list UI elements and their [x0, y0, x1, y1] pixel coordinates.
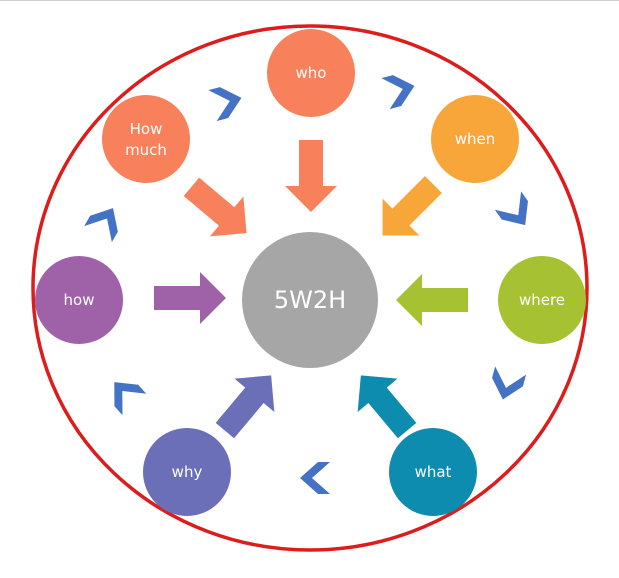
node-who-label: who [296, 64, 327, 82]
node-where-label: where [519, 291, 565, 309]
node-how-much[interactable]: How much [102, 95, 190, 183]
center-label: 5W2H [274, 286, 346, 314]
arrow-icon [215, 375, 275, 439]
arrow-icon [183, 177, 247, 237]
chevron-icon [381, 75, 415, 110]
chevron-icon [300, 462, 330, 494]
node-when-label: when [455, 130, 496, 148]
chevron-icon [208, 87, 242, 122]
node-who[interactable]: who [267, 29, 355, 117]
top-divider [0, 0, 619, 1]
arrow-icon [285, 140, 337, 212]
chevron-icon [114, 382, 147, 416]
node-how[interactable]: how [35, 256, 123, 344]
chevron-icon [84, 208, 118, 243]
node-what-label: what [415, 463, 452, 481]
chevron-icon [492, 366, 527, 400]
arrow-icon [357, 375, 417, 439]
node-how-label: how [64, 291, 95, 309]
arrow-icon [382, 176, 442, 236]
node-where[interactable]: where [498, 256, 586, 344]
node-how-much-label-line1: How [130, 120, 163, 138]
node-why-label: why [172, 463, 203, 481]
arrow-icon [154, 272, 226, 324]
center-node[interactable]: 5W2H [242, 232, 378, 368]
chevron-icon [494, 191, 528, 226]
node-when[interactable]: when [431, 95, 519, 183]
node-what[interactable]: what [389, 428, 477, 516]
node-why[interactable]: why [143, 428, 231, 516]
arrow-icon [396, 274, 468, 326]
node-how-much-label-line2: much [125, 141, 167, 159]
outer-ring [31, 24, 589, 552]
